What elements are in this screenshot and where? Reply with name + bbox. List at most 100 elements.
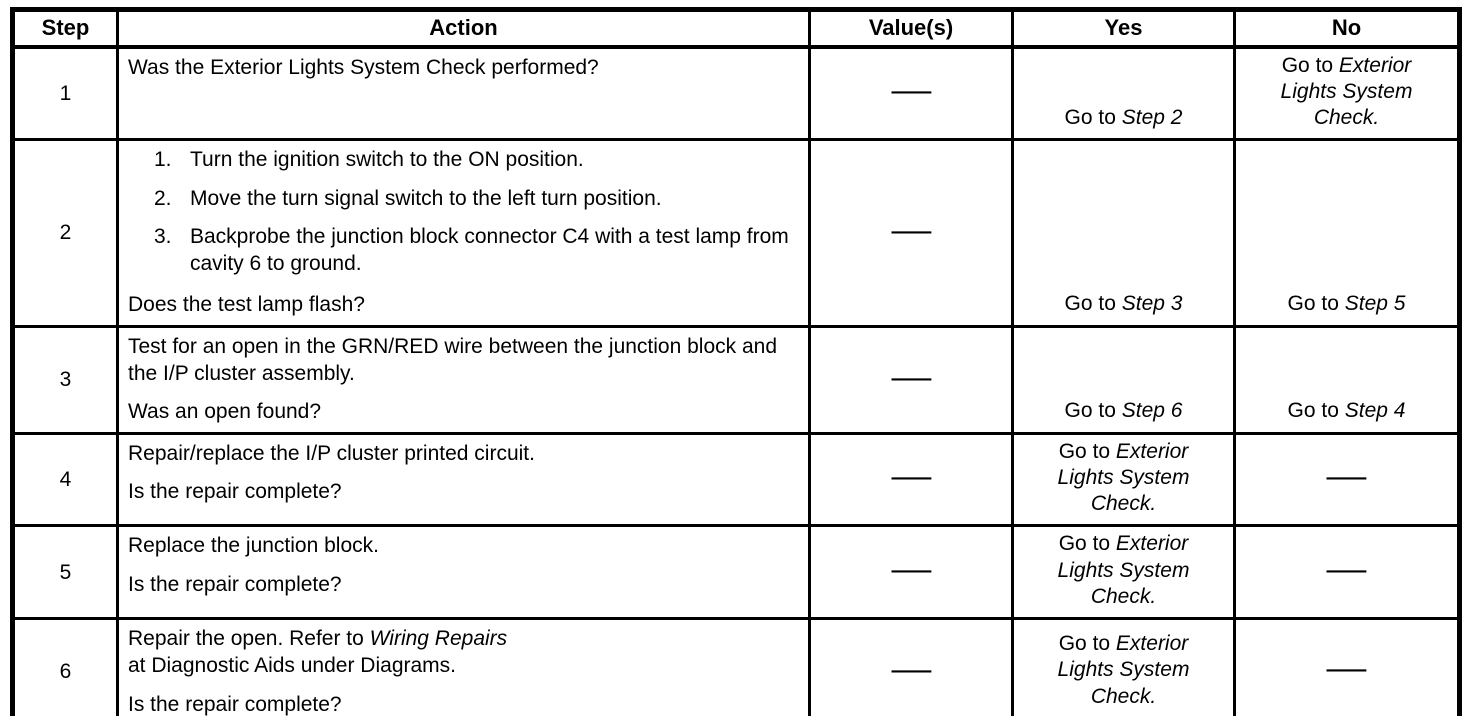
- no-cell: —: [1233, 431, 1461, 528]
- text-run: Go to: [1058, 532, 1116, 556]
- action-text: Was an open found?: [128, 398, 798, 425]
- text-run: Exterior: [1338, 53, 1412, 77]
- text-run: Is the repair complete?: [128, 479, 342, 503]
- column-header-yes: Yes: [1011, 8, 1236, 49]
- action-text: Is the repair complete?: [128, 478, 798, 505]
- text-run: Turn the ignition switch to the ON posit…: [190, 148, 584, 172]
- text-run: Replace the junction block.: [128, 534, 379, 558]
- text-run: Go to: [1064, 292, 1122, 316]
- action-cell: Repair the open. Refer to Wiring Repairs…: [116, 617, 811, 716]
- yes-cell: Go to Step 3: [1011, 138, 1236, 328]
- text-run: Step 2: [1121, 106, 1183, 129]
- text-run: Check.: [1090, 584, 1157, 608]
- step-row-2: 2 1. Turn the ignition switch to the ON po…: [11, 138, 1461, 328]
- action-list-item: 1. Turn the ignition switch to the ON pos…: [128, 146, 798, 173]
- step-row-4: 4 Repair/replace the I/P cluster printed …: [11, 431, 1461, 528]
- text-run: Lights System: [1057, 658, 1190, 682]
- step-row-1: 1 Was the Exterior Lights System Check pe…: [11, 44, 1461, 142]
- text-run: —: [1326, 465, 1367, 489]
- value-cell: —: [808, 617, 1014, 716]
- action-text: Repair the open. Refer to Wiring Repairs…: [128, 625, 798, 680]
- text-run: Go to: [1287, 399, 1345, 423]
- text-run: Backprobe the junction block connector C…: [190, 224, 789, 276]
- text-run: Move the turn signal switch to the left …: [190, 186, 662, 210]
- text-run: —: [891, 366, 931, 390]
- value-cell: —: [808, 524, 1014, 621]
- text-run: Lights System: [1280, 79, 1413, 103]
- text-run: Was the Exterior Lights System Check per…: [128, 55, 599, 79]
- step-number: 4: [11, 431, 119, 528]
- action-text: Replace the junction block.: [128, 532, 798, 559]
- text-run: Step 6: [1121, 399, 1183, 423]
- text-run: Step 3: [1121, 292, 1183, 316]
- action-list-item: 3. Backprobe the junction block connector…: [128, 223, 798, 278]
- yes-cell: Go to Step 6: [1011, 324, 1236, 435]
- text-run: Wiring Repairs: [369, 627, 508, 651]
- action-cell: Repair/replace the I/P cluster printed c…: [116, 431, 811, 528]
- list-item-number: 1.: [154, 148, 172, 172]
- list-item-text: Backprobe the junction block connector C…: [190, 223, 798, 278]
- text-run: Test for an open in the GRN/RED wire bet…: [128, 334, 778, 386]
- text-run: Go to: [1064, 399, 1122, 423]
- text-run: —: [891, 466, 931, 490]
- list-item-text: Move the turn signal switch to the left …: [190, 185, 798, 212]
- text-run: Lights System: [1057, 558, 1190, 582]
- action-text: Was the Exterior Lights System Check per…: [128, 54, 798, 81]
- text-run: Step 5: [1344, 292, 1406, 316]
- text-run: Check.: [1090, 492, 1157, 516]
- text-run: Exterior: [1115, 532, 1189, 556]
- step-number: 6: [11, 617, 119, 716]
- text-run: Go to: [1058, 439, 1116, 463]
- value-cell: —: [808, 44, 1014, 142]
- list-item-number: 3.: [154, 224, 172, 248]
- text-run: Repair/replace the I/P cluster printed c…: [128, 441, 535, 465]
- text-run: Go to: [1287, 292, 1345, 316]
- step-number: 1: [11, 44, 119, 142]
- text-run: Exterior: [1115, 439, 1189, 463]
- text-run: —: [1326, 558, 1367, 582]
- column-header-step: Step: [11, 8, 119, 49]
- table-body: 1 Was the Exterior Lights System Check pe…: [11, 44, 1461, 716]
- no-cell: Go to Step 5: [1233, 138, 1461, 328]
- no-cell: —: [1233, 524, 1461, 621]
- yes-cell: Go to Step 2: [1011, 44, 1236, 142]
- action-text: Is the repair complete?: [128, 691, 798, 716]
- step-number: 5: [11, 524, 119, 621]
- action-cell: Test for an open in the GRN/RED wire bet…: [116, 324, 811, 435]
- action-text: Repair/replace the I/P cluster printed c…: [128, 440, 798, 467]
- text-run: at Diagnostic Aids under Diagrams.: [128, 654, 456, 678]
- text-run: Repair the open. Refer to: [128, 627, 370, 651]
- list-item-text: Turn the ignition switch to the ON posit…: [190, 146, 798, 173]
- text-run: Is the repair complete?: [128, 692, 342, 716]
- text-run: —: [891, 658, 931, 682]
- action-cell: Was the Exterior Lights System Check per…: [116, 44, 811, 142]
- action-text: Test for an open in the GRN/RED wire bet…: [128, 333, 798, 388]
- list-item-number: 2.: [154, 186, 172, 210]
- action-list-item: 2. Move the turn signal switch to the lef…: [128, 185, 798, 212]
- text-run: Go to: [1058, 632, 1116, 656]
- text-run: —: [1326, 658, 1367, 682]
- text-run: —: [891, 219, 931, 243]
- action-numbered-list: 1. Turn the ignition switch to the ON pos…: [128, 146, 798, 277]
- text-run: Check.: [1313, 106, 1380, 129]
- text-run: —: [891, 559, 931, 583]
- text-run: Check.: [1090, 684, 1157, 708]
- no-cell: Go to Step 4: [1233, 324, 1461, 435]
- step-number: 2: [11, 138, 119, 328]
- text-run: —: [891, 80, 931, 104]
- action-cell: 1. Turn the ignition switch to the ON pos…: [116, 138, 811, 328]
- value-cell: —: [808, 324, 1014, 435]
- text-run: Go to: [1281, 53, 1339, 77]
- text-run: Go to: [1064, 106, 1122, 129]
- no-cell: —: [1233, 617, 1461, 716]
